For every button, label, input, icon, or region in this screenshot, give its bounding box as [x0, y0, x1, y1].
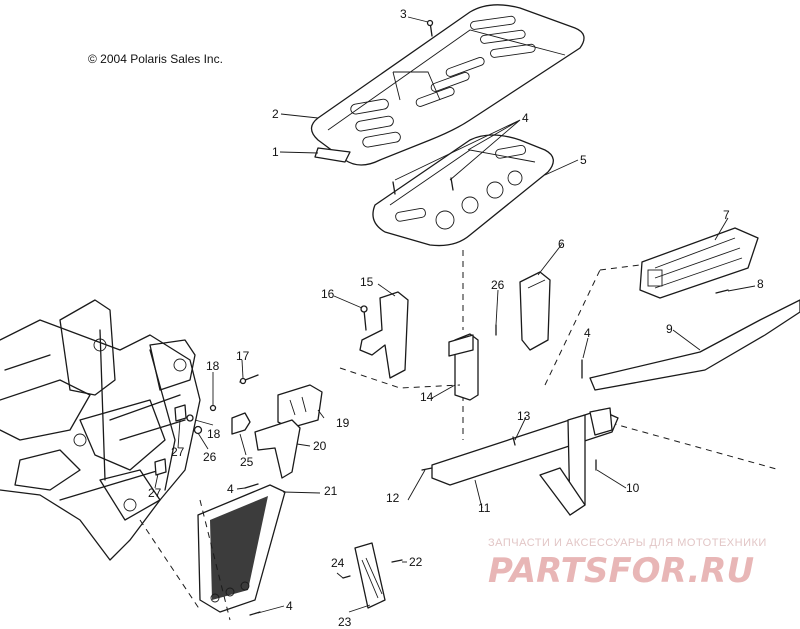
callout-5: 5: [580, 153, 587, 167]
callout-27-lower: 27: [148, 486, 162, 500]
callout-9: 9: [666, 322, 673, 336]
callout-4-bumper: 4: [584, 326, 591, 340]
plate-23: [354, 542, 386, 609]
screw-3: [426, 19, 434, 37]
callout-17: 17: [236, 349, 250, 363]
callout-labels: 2 1 3 4 5 6 7 8 9 10 11 12 13 14 15 16 2…: [148, 7, 764, 629]
callout-6: 6: [558, 237, 565, 251]
front-grill: [639, 227, 759, 299]
callout-26-upper: 26: [491, 278, 505, 292]
callout-4-bottom: 4: [286, 599, 293, 613]
rack-base-plate: [372, 134, 554, 247]
nut-26: [193, 425, 203, 435]
callout-14: 14: [420, 390, 434, 404]
bolt-4-grille: [244, 483, 259, 489]
lower-frame: [431, 407, 619, 516]
callout-18-lower: 18: [207, 427, 221, 441]
watermark-brand: PARTSFOR.RU: [488, 551, 754, 591]
callout-23: 23: [338, 615, 352, 629]
mount-bracket: [359, 291, 409, 379]
callout-4-grille: 4: [227, 482, 234, 496]
screw-22: [391, 559, 403, 563]
rack-strap: [314, 147, 351, 163]
clip-27-upper: [174, 404, 187, 422]
bolt-16: [363, 309, 367, 331]
callout-1: 1: [272, 145, 279, 159]
clip-27-lower: [154, 458, 167, 476]
screw-4-left: [392, 181, 396, 195]
callout-11: 11: [478, 501, 491, 515]
watermark-subtitle: ЗАПЧАСТИ И АКСЕССУАРЫ ДЛЯ МОТОТЕХНИКИ: [488, 537, 767, 549]
brace-20: [254, 419, 301, 479]
callout-7: 7: [723, 208, 730, 222]
callout-24: 24: [331, 556, 345, 570]
callout-12: 12: [386, 491, 400, 505]
callout-8: 8: [757, 277, 764, 291]
callout-4-top: 4: [522, 111, 529, 125]
callout-15: 15: [360, 275, 374, 289]
washer-18-upper: [209, 404, 217, 412]
callout-10: 10: [626, 481, 640, 495]
callout-18-upper: 18: [206, 359, 220, 373]
vertical-bracket: [519, 271, 551, 351]
watermark: ЗАПЧАСТИ И АКСЕССУАРЫ ДЛЯ МОТОТЕХНИКИ PA…: [488, 537, 767, 591]
main-chassis-frame: [0, 299, 201, 561]
callout-19: 19: [336, 416, 350, 430]
callout-13: 13: [517, 409, 531, 423]
grille-panel-21: [197, 484, 286, 613]
bolt-13: [512, 436, 516, 446]
callout-26-lower: 26: [203, 450, 217, 464]
bumper-bar: [589, 299, 800, 391]
upper-rack: [310, 4, 585, 166]
screw-24: [342, 575, 351, 579]
bushing-25: [231, 412, 251, 435]
bolt-8: [715, 289, 729, 294]
washer-18-lower: [186, 414, 194, 422]
mount-block: [277, 384, 323, 429]
callout-21: 21: [324, 484, 338, 498]
copyright-notice: © 2004 Polaris Sales Inc.: [88, 52, 223, 66]
screw-4-right: [450, 177, 454, 191]
callout-3: 3: [400, 7, 407, 21]
bolt-12: [421, 467, 433, 471]
callout-25: 25: [240, 455, 254, 469]
callout-2: 2: [272, 107, 279, 121]
callout-leaders: [154, 16, 756, 614]
callout-22: 22: [409, 555, 423, 569]
callout-20: 20: [313, 439, 327, 453]
callout-16: 16: [321, 287, 335, 301]
upper-rack-slots: [350, 15, 536, 148]
callout-27-upper: 27: [171, 445, 185, 459]
